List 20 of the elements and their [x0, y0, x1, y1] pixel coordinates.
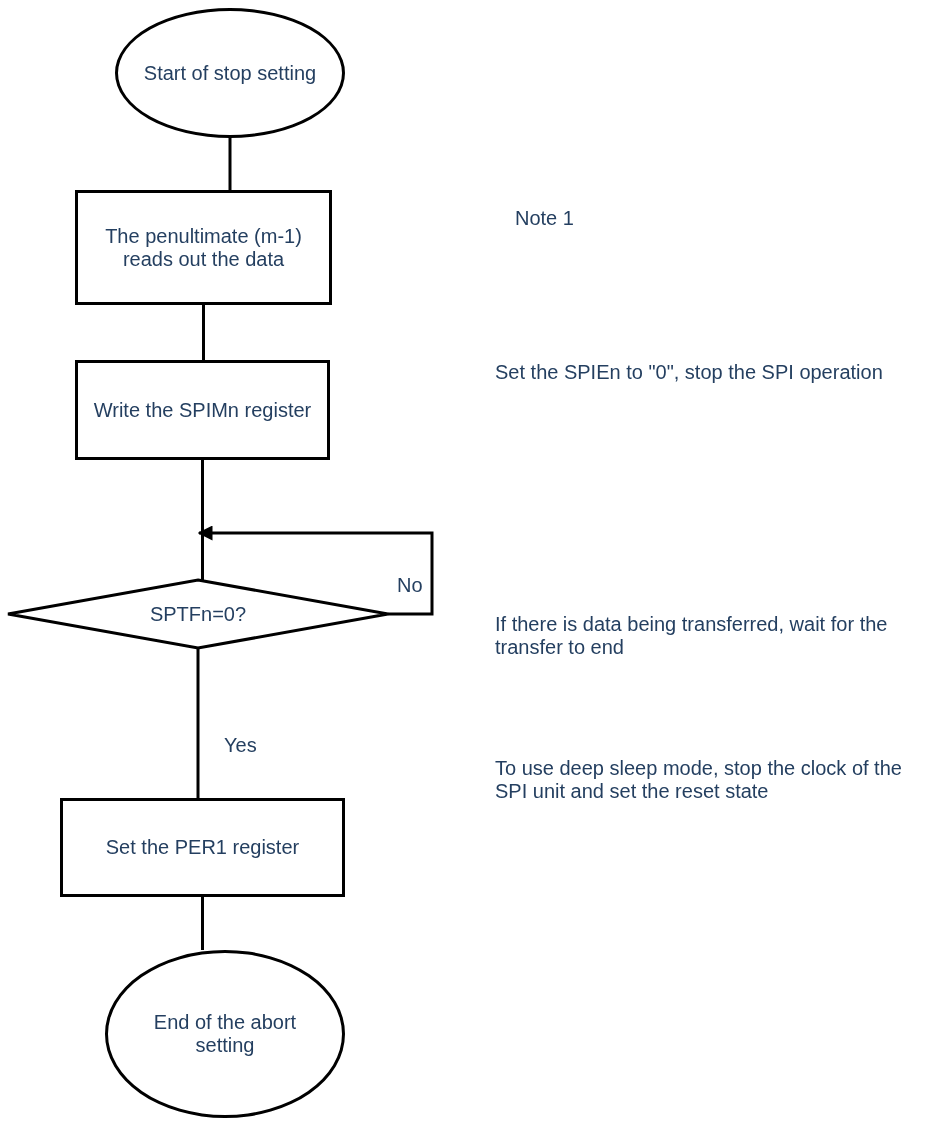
connector-line — [196, 648, 200, 798]
connector-line — [201, 460, 204, 580]
node-text: The penultimate (m-1) reads out the data — [104, 224, 303, 271]
node-text: Set the PER1 register — [104, 836, 301, 859]
node-text: Start of stop setting — [142, 61, 318, 85]
note-text: Set the SPIEn to "0", stop the SPI operation — [495, 361, 884, 384]
note-text: If there is data being transferred, wait for the transfer to end — [495, 613, 889, 659]
process-box — [75, 360, 330, 460]
decision-diamond — [8, 580, 388, 648]
note-text: To use deep sleep mode, stop the clock of the SPI unit and set the reset state — [495, 757, 903, 803]
connector-line — [197, 525, 434, 616]
process-box — [75, 190, 332, 305]
connector-line — [228, 138, 232, 190]
node-text: Write the SPIMn register — [92, 398, 313, 422]
connector-line — [201, 897, 204, 950]
node-text: End of the abort setting — [152, 1011, 298, 1057]
connector-line — [202, 305, 205, 360]
process-box — [60, 798, 345, 897]
note-text: Note 1 — [515, 207, 575, 230]
node-text: SPTFn=0? — [148, 602, 248, 626]
